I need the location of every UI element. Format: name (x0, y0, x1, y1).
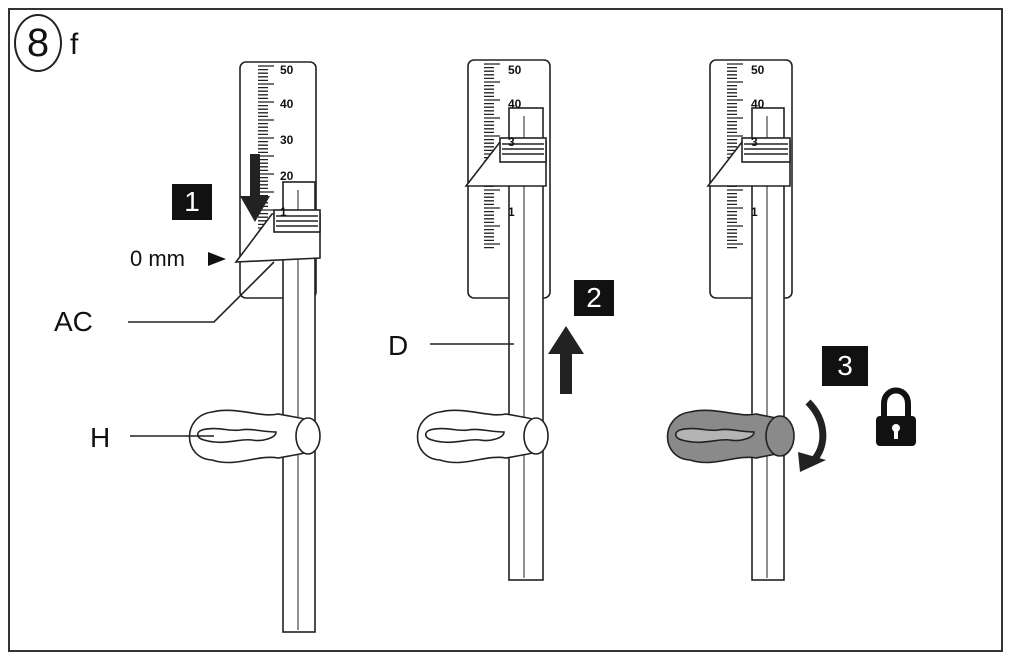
ac-label: AC (54, 306, 93, 337)
figure-number-circle: 8 (14, 14, 62, 72)
device-2 (416, 59, 551, 581)
figure-number: 8 (26, 20, 50, 65)
scale-1-label-50: 50 (280, 63, 294, 77)
scale-2-label-3: 3 (508, 135, 515, 149)
step-3-number: 3 (837, 350, 853, 381)
clamp-handle-1 (188, 409, 321, 464)
rotate-arrow-icon (798, 399, 827, 472)
scale-1-label-30: 30 (280, 133, 294, 147)
step-2-badge: 2 (574, 280, 614, 316)
slider-knob-3 (741, 137, 791, 163)
scale-3-label-40: 40 (751, 97, 765, 111)
zero-mark-arrow (208, 252, 226, 266)
h-label: H (90, 422, 111, 453)
step-3-badge: 3 (822, 346, 868, 386)
slider-knob-2 (499, 137, 547, 163)
device-1 (188, 61, 321, 633)
scale-1-label-20: 20 (280, 169, 294, 183)
down-arrow-icon (240, 154, 270, 222)
scale-2-label-40: 40 (508, 97, 522, 111)
d-label: D (388, 330, 409, 361)
zero-mm-label: 0 mm (130, 246, 185, 271)
scale-3-label-3: 3 (751, 135, 758, 149)
clamp-handle-2 (416, 409, 549, 464)
step-2-number: 2 (586, 282, 602, 313)
padlock-icon (876, 387, 916, 446)
scale-3-label-50: 50 (751, 63, 765, 77)
scale-2-label-50: 50 (508, 63, 522, 77)
scale-1-label-40: 40 (280, 97, 294, 111)
scale-1-label-1: 1 (280, 205, 287, 219)
step-1-badge: 1 (172, 184, 212, 220)
clamp-handle-3-locked (666, 409, 795, 464)
scale-3-label-1: 1 (751, 205, 758, 219)
up-arrow-icon (548, 326, 584, 394)
device-3 (666, 59, 795, 581)
figure-sublabel: f (70, 28, 79, 61)
ac-leader-line (128, 261, 275, 323)
scale-2-label-1: 1 (508, 205, 515, 219)
step-1-number: 1 (184, 186, 200, 217)
